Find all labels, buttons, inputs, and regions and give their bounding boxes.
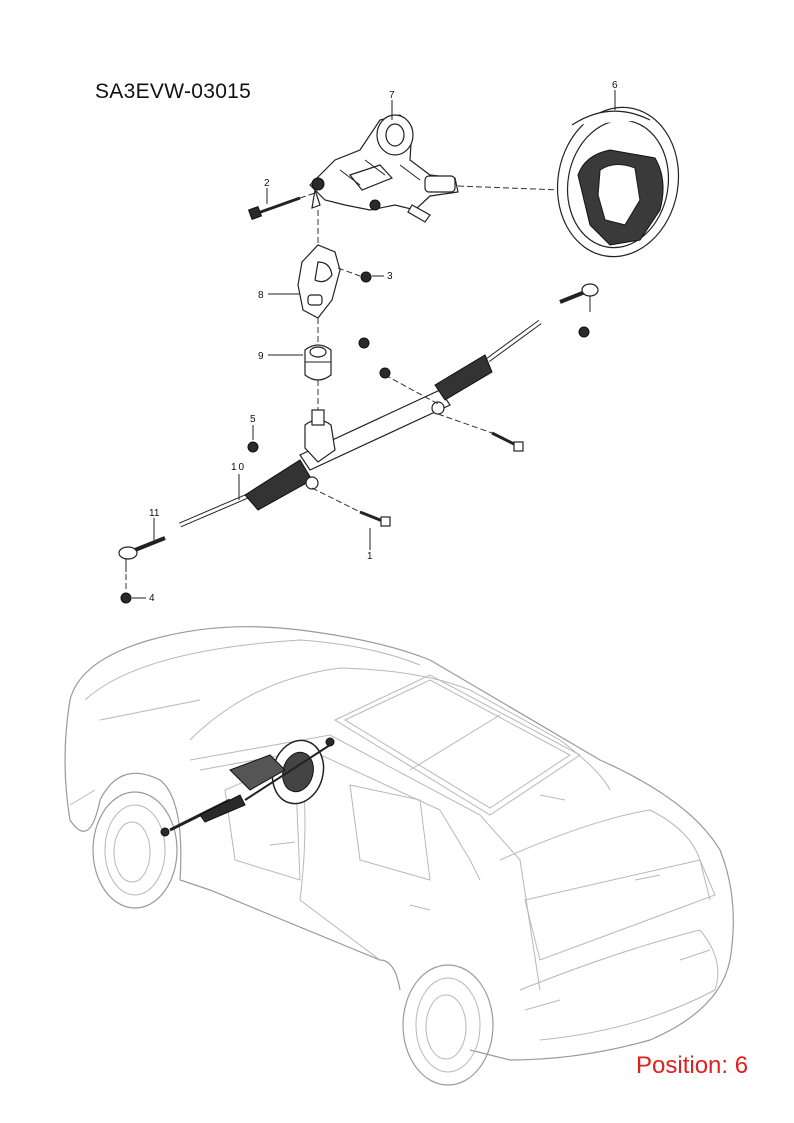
callout-11: 11 <box>149 508 160 519</box>
steering-rack-part-10[interactable] <box>179 319 542 528</box>
bracket-part-8[interactable] <box>297 244 341 319</box>
diagram-code: SA3EVW-03015 <box>95 80 252 103</box>
boot-seal-part-9[interactable] <box>304 344 332 381</box>
bolt-part-2[interactable] <box>247 196 301 221</box>
callout-4: 4 <box>149 593 155 604</box>
position-label: Position: 6 <box>636 1052 749 1079</box>
nut-part-3[interactable] <box>358 271 372 349</box>
tie-rod-end-part-11[interactable] <box>118 283 599 572</box>
vehicle-location-illustration <box>64 626 734 1086</box>
callout-7: 7 <box>389 90 395 101</box>
nut-part-5[interactable] <box>247 367 391 453</box>
callout-6: 6 <box>612 80 618 91</box>
callout-8: 8 <box>258 290 264 301</box>
callout-9: 9 <box>258 351 264 362</box>
nut-part-4[interactable] <box>120 326 590 604</box>
callout-1: 1 <box>367 551 373 562</box>
callout-3: 3 <box>387 271 393 282</box>
vehicle-steering-highlight <box>160 737 335 837</box>
steering-column-part[interactable] <box>309 114 459 223</box>
callout-10: 10 <box>231 462 246 473</box>
callout-2: 2 <box>264 178 270 189</box>
steering-wheel-part[interactable] <box>546 98 690 267</box>
callout-5: 5 <box>250 414 256 425</box>
bolt-part-1[interactable] <box>359 431 524 527</box>
